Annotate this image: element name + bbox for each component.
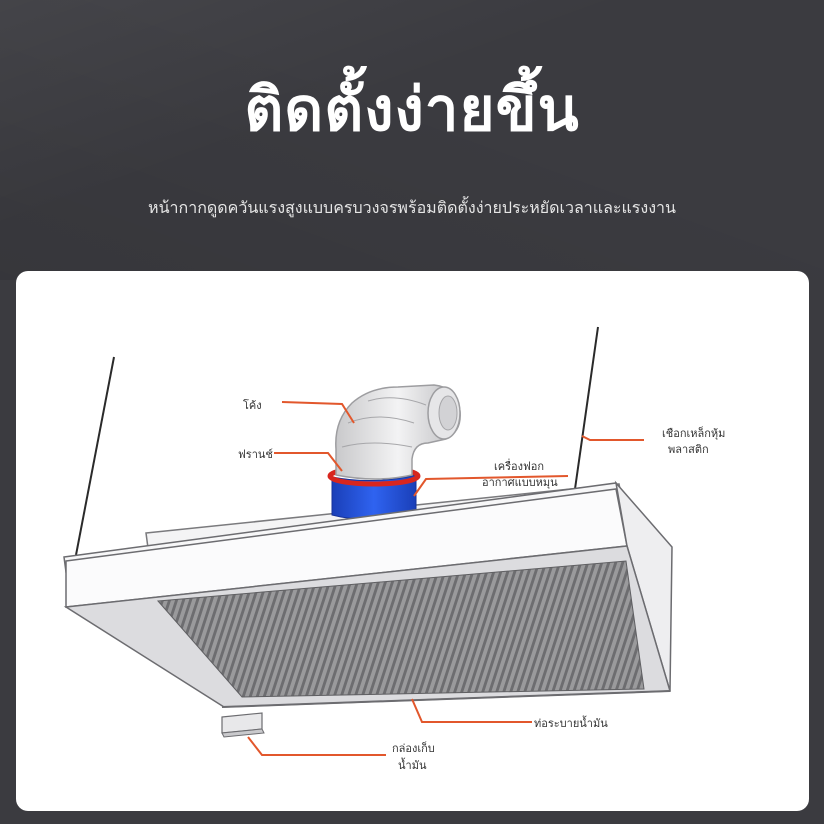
cable-right (572, 326, 599, 504)
label-bend: โค้ง (243, 398, 262, 412)
leader-bend (281, 401, 355, 424)
leader-lines (247, 401, 644, 756)
label-collar-line2: อากาศแบบหมุน (482, 476, 558, 489)
header-background (0, 0, 824, 280)
leader-flange (274, 452, 343, 472)
leader-oil-box (247, 736, 386, 756)
label-oil-box-line2: น้ำมัน (398, 757, 427, 772)
range-hood-diagram: โค้ง ฟรานช์ เครื่องฟอก อากาศแบบหมุน เชือ… (63, 326, 725, 772)
elbow-duct (335, 384, 461, 480)
leader-drain (411, 698, 532, 723)
label-oil-box-line1: กล่องเก็บ (392, 741, 435, 755)
page-subtitle: หน้ากากดูดควันแรงสูงแบบครบวงจรพร้อมติดตั… (148, 198, 676, 217)
label-flange: ฟรานช์ (238, 448, 273, 461)
oil-box (221, 712, 265, 738)
diagram-card: โค้ง ฟรานช์ เครื่องฟอก อากาศแบบหมุน เชือ… (16, 271, 809, 811)
label-cable-line1: เชือกเหล็กหุ้ม (662, 426, 725, 440)
label-drain: ท่อระบายน้ำมัน (534, 715, 608, 730)
leader-cable (581, 435, 644, 441)
page-title: ติดตั้งง่ายขึ้น (244, 75, 580, 145)
cable-left (75, 356, 115, 556)
label-collar-line1: เครื่องฟอก (494, 458, 544, 473)
label-cable-line2: พลาสติก (668, 443, 709, 456)
hood-filter (156, 560, 645, 698)
leader-collar (413, 475, 569, 497)
drain-channel (221, 690, 671, 708)
